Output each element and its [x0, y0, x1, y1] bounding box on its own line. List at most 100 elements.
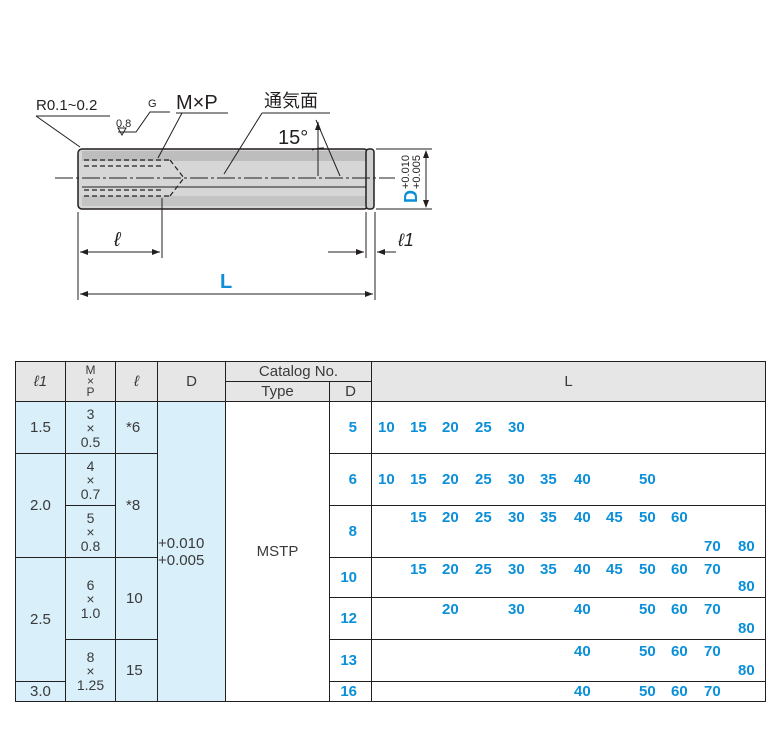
thread-hole — [84, 159, 185, 197]
length-value: 30 — [508, 509, 525, 526]
roughness-value: 0.8 — [116, 118, 131, 130]
spec-table: ℓ1 M×P ℓ D Catalog No. L Type D 1.5 3×0.… — [15, 361, 766, 702]
length-value: 50 — [639, 509, 656, 526]
length-value: 70 — [704, 643, 721, 660]
length-value: 10 — [378, 471, 395, 488]
l1-cell: 2.0 — [15, 453, 66, 558]
length-value: 80 — [738, 620, 755, 637]
length-value: 15 — [410, 509, 427, 526]
length-value: 20 — [442, 561, 459, 578]
length-value: 20 — [442, 471, 459, 488]
length-value: 40 — [574, 471, 591, 488]
d-cell: 5 — [329, 401, 372, 454]
length-value: 35 — [540, 561, 557, 578]
pin-shade-bottom — [82, 196, 366, 206]
length-value: 20 — [442, 601, 459, 618]
length-value: 30 — [508, 419, 525, 436]
length-value: 60 — [671, 561, 688, 578]
length-value: 45 — [606, 509, 623, 526]
lengths-row: 10 15 20 25 30 35 40 50 — [371, 453, 766, 506]
header-d: D — [157, 361, 226, 402]
thread-label: M×P — [176, 92, 218, 114]
header-mp: M×P — [65, 361, 116, 402]
length-value: 40 — [574, 643, 591, 660]
mp-cell: 3×0.5 — [65, 401, 116, 454]
tol-lower: +0.005 — [411, 155, 423, 189]
d-cell: 8 — [329, 505, 372, 558]
mp-cell: 6×1.0 — [65, 557, 116, 640]
l1-cell: 1.5 — [15, 401, 66, 454]
length-value: 80 — [738, 578, 755, 595]
length-value: 20 — [442, 509, 459, 526]
length-value: 30 — [508, 601, 525, 618]
length-value: 15 — [410, 561, 427, 578]
length-value: 60 — [671, 683, 688, 700]
ell-label: ℓ — [113, 229, 122, 251]
length-value: 40 — [574, 601, 591, 618]
length-value: 60 — [671, 601, 688, 618]
length-value: 70 — [704, 683, 721, 700]
length-value: 35 — [540, 509, 557, 526]
length-value: 80 — [738, 662, 755, 679]
mp-cell: 8×1.25 — [65, 639, 116, 702]
ell-cell: *8 — [115, 453, 158, 558]
header-ell: ℓ — [115, 361, 158, 402]
length-value: 25 — [475, 419, 492, 436]
length-value: 15 — [410, 471, 427, 488]
d-cell: 6 — [329, 453, 372, 506]
ell1-label: ℓ1 — [397, 230, 414, 250]
d-cell: 10 — [329, 557, 372, 598]
header-d2: D — [329, 381, 372, 402]
length-value: 15 — [410, 419, 427, 436]
lengths-row: 40 50 60 70 — [371, 681, 766, 702]
header-catalog-no: Catalog No. — [225, 361, 372, 382]
length-value: 50 — [639, 643, 656, 660]
roughness-symbol: G — [148, 98, 157, 110]
length-value: 80 — [738, 538, 755, 555]
pin-end — [365, 148, 375, 210]
radius-label: R0.1~0.2 — [36, 97, 97, 114]
length-value: 25 — [475, 561, 492, 578]
ell-cell: *6 — [115, 401, 158, 454]
lengths-row: 10 15 20 25 30 — [371, 401, 766, 454]
header-l1: ℓ1 — [15, 361, 66, 402]
length-value: 60 — [671, 509, 688, 526]
l1-cell: 3.0 — [15, 681, 66, 702]
d-cell: 12 — [329, 597, 372, 640]
length-value: 25 — [475, 509, 492, 526]
length-value: 35 — [540, 471, 557, 488]
l1-cell: 2.5 — [15, 557, 66, 682]
tol-upper: +0.010 — [400, 155, 412, 189]
angle-label: 15° — [278, 127, 308, 149]
length-value: 50 — [639, 601, 656, 618]
length-value: 45 — [606, 561, 623, 578]
vent-label: 通気面 — [264, 91, 318, 111]
header-l: L — [371, 361, 766, 402]
ell-cell: 10 — [115, 557, 158, 640]
type-cell: MSTP — [225, 401, 330, 702]
length-value: 40 — [574, 509, 591, 526]
length-value: 50 — [639, 471, 656, 488]
d-cell: 16 — [329, 681, 372, 702]
tolerance-cell: +0.010+0.005 — [157, 401, 226, 702]
length-label: L — [220, 271, 232, 293]
dia-label: D — [401, 190, 421, 203]
length-value: 70 — [704, 601, 721, 618]
pin-shade — [82, 151, 366, 161]
mp-cell: 5×0.8 — [65, 505, 116, 558]
length-value: 20 — [442, 419, 459, 436]
length-value: 10 — [378, 419, 395, 436]
length-value: 40 — [574, 683, 591, 700]
length-value: 50 — [639, 683, 656, 700]
pin-drawing: R0.1~0.2 0.8 G M×P 通気面 15° ℓ ℓ1 L D +0.0… — [35, 91, 432, 300]
length-value: 50 — [639, 561, 656, 578]
length-value: 40 — [574, 561, 591, 578]
ell-cell: 15 — [115, 639, 158, 702]
header-type: Type — [225, 381, 330, 402]
length-value: 25 — [475, 471, 492, 488]
length-value: 30 — [508, 561, 525, 578]
length-value: 30 — [508, 471, 525, 488]
d-cell: 13 — [329, 639, 372, 682]
